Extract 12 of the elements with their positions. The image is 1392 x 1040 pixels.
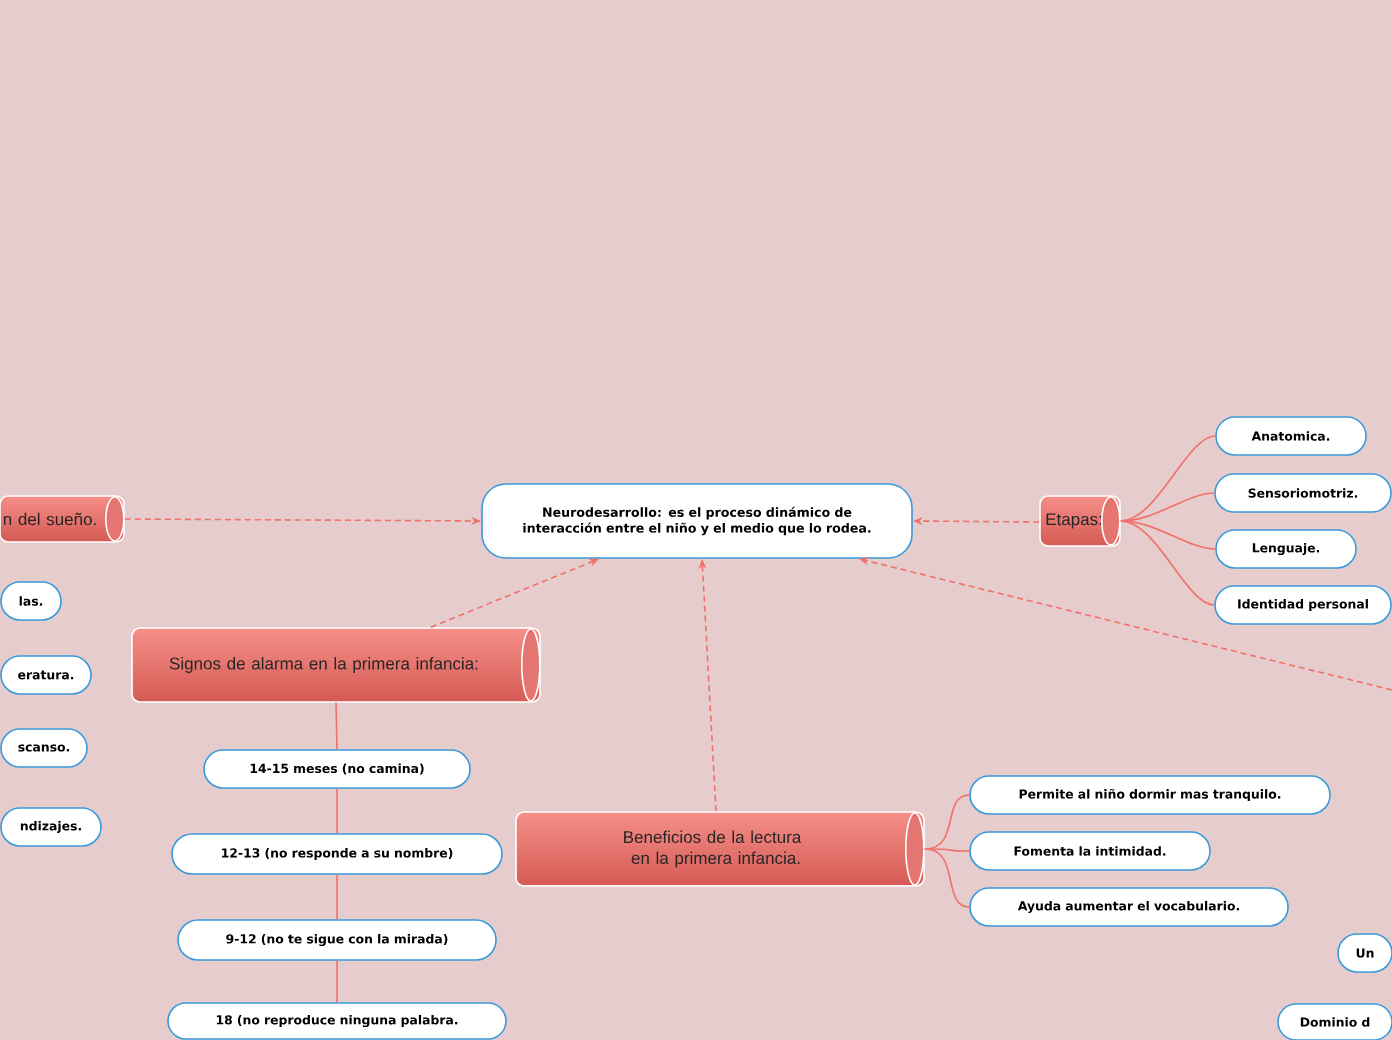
connector <box>1120 520 1216 550</box>
topic-cylinder: n del sueño. <box>0 495 125 543</box>
connector <box>336 960 338 1003</box>
connector <box>336 788 338 834</box>
topic-cylinder: Signos de alarma en la primera infancia: <box>131 627 541 703</box>
connector <box>924 848 970 908</box>
connector <box>1120 435 1216 522</box>
connector <box>335 702 338 750</box>
connector <box>1120 520 1215 606</box>
topic-cylinder: Beneficios de la lectura en la primera infancia. <box>515 811 925 887</box>
connector <box>336 874 338 920</box>
connector <box>924 848 970 852</box>
